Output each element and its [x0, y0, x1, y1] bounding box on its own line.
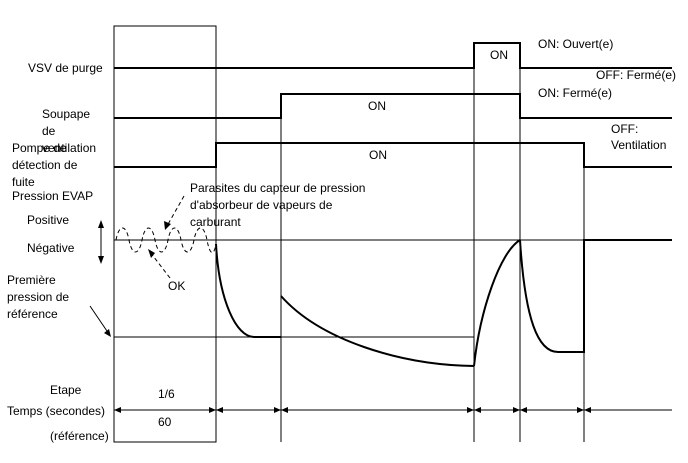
first-ref-label-3: référence [7, 307, 58, 321]
pump-on-state: ON [369, 148, 387, 162]
pump-waveform [114, 142, 672, 168]
noise-wave [115, 227, 217, 253]
valve-label-2: de [42, 124, 56, 138]
pressure-positive: Positive [27, 213, 69, 227]
reference-label: (référence) [50, 429, 109, 443]
pressure-curve-step3 [473, 239, 521, 367]
noise-label-3: carburant [190, 215, 241, 229]
step-label: Etape [50, 383, 82, 397]
noise-pointer [166, 195, 185, 227]
pump-label-2: détection de [12, 158, 78, 172]
pressure-curve-step4 [519, 239, 672, 353]
step-value: 1/6 [158, 387, 175, 401]
valve-waveform [114, 93, 672, 119]
vsv-label: VSV de purge [28, 61, 103, 75]
arrow-up-icon [98, 220, 104, 228]
vsv-waveform [114, 42, 672, 69]
noise-label-2: d'absorbeur de vapeurs de [190, 198, 333, 212]
time-value: 60 [158, 415, 172, 429]
vsv-legend-off: OFF: Fermé(e) [596, 68, 676, 82]
pressure-curve-step2 [280, 295, 475, 367]
valve-label-3: ventilation [42, 141, 96, 155]
ok-pointer [149, 251, 171, 279]
noise-label-1: Parasites du capteur de pression [190, 181, 365, 195]
ok-label: OK [168, 279, 185, 293]
valve-on-state: ON [368, 99, 386, 113]
vsv-legend-on: ON: Ouvert(e) [538, 37, 613, 51]
step-window-box [113, 25, 217, 443]
valve-legend-off-2: Ventilation [611, 138, 666, 152]
pump-label-3: fuite [12, 175, 35, 189]
pressure-curve-step1 [215, 243, 281, 338]
pressure-label: Pression EVAP [12, 189, 93, 203]
pump-label-1: Pompe de [12, 141, 67, 155]
first-ref-arrow-icon [104, 329, 111, 337]
time-label: Temps (secondes) [7, 404, 105, 418]
time-axis-arrows [114, 407, 591, 413]
valve-legend-on: ON: Fermé(e) [538, 86, 612, 100]
arrow-down-icon [98, 256, 104, 264]
valve-legend-off-1: OFF: [611, 122, 638, 136]
first-ref-pointer [89, 305, 110, 335]
valve-label-1: Soupape [42, 107, 90, 121]
first-ref-label-2: pression de [7, 290, 69, 304]
noise-arrow-icon [164, 221, 171, 230]
first-ref-label-1: Première [7, 273, 56, 287]
pressure-negative: Négative [27, 241, 75, 255]
vsv-on-state: ON [490, 48, 508, 62]
ok-arrow-icon [148, 249, 155, 258]
